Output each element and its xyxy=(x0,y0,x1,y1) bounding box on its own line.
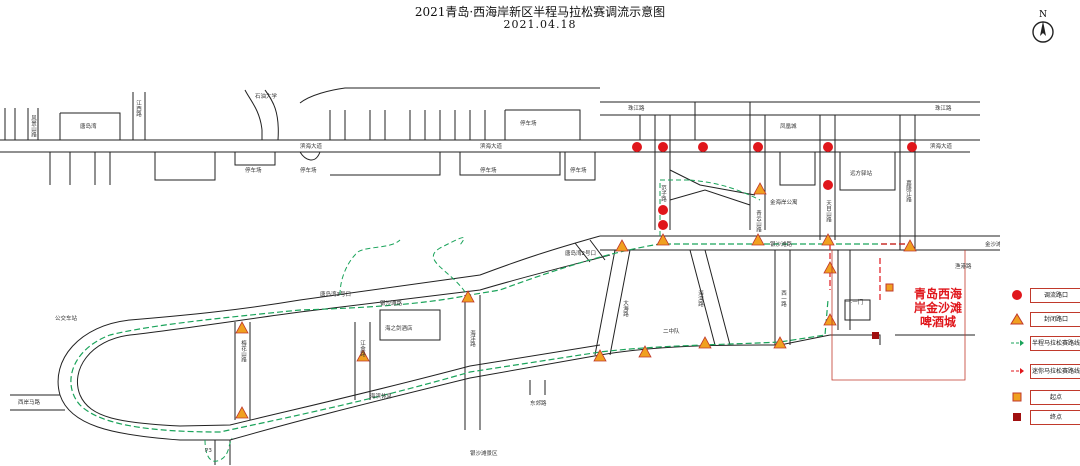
label-yinsha: 银沙滩路 xyxy=(770,240,793,248)
compass-n: N xyxy=(1039,10,1047,20)
legend-label: 迷你马拉松赛路线 xyxy=(1030,363,1080,379)
half-marathon-route xyxy=(70,243,905,433)
label-jiangxi: 江西路 xyxy=(135,100,142,118)
legend-item-mini: 迷你马拉松赛路线 xyxy=(1010,363,1080,379)
label-parking-5: 停车场 xyxy=(570,166,587,174)
green-arrow-icon xyxy=(1011,340,1024,346)
north-compass-icon: N xyxy=(1032,10,1054,43)
map-title: 2021青岛·西海岸新区半程马拉松赛调流示意图 xyxy=(414,5,666,19)
hotel-outline xyxy=(831,250,966,381)
label-qingyun: 青云山路 xyxy=(755,209,762,234)
label-parking-2: 停车场 xyxy=(245,166,262,174)
label-jinsha: 金沙滩路 xyxy=(985,240,1000,248)
label-yuqu: 渔港路 xyxy=(955,262,972,270)
red-dot-icon xyxy=(1012,290,1022,300)
half-marathon-route-upper xyxy=(659,179,761,244)
route-map: 滨海大道 滨海大道 滨海大道 停车场 停车场 停车场 停车场 停车场 珠江路 珠… xyxy=(0,87,1000,465)
label-parking: 停车场 xyxy=(520,119,537,127)
label-hailu: 海湾路 xyxy=(697,289,704,308)
label-dongjiao: 东郊路 xyxy=(530,399,547,407)
label-shiyou: 石油大学 xyxy=(255,92,278,100)
label-jinhai: 金海岸公寓 xyxy=(770,198,798,206)
start-marker xyxy=(885,283,894,292)
legend-item-half: 半程马拉松赛路线 xyxy=(1010,335,1080,351)
half-marathon-route-p3 xyxy=(204,437,233,462)
label-dahai: 大海路 xyxy=(622,299,629,318)
label-fanzi: 范子路 xyxy=(660,184,667,203)
hotel-line-2: 岸金沙滩 xyxy=(913,301,962,315)
label-binhai: 滨海大道 xyxy=(300,142,323,150)
label-fengjing: 风景山路 xyxy=(30,115,37,139)
half-marathon-route-loop xyxy=(339,237,466,296)
label-tangdao3: 唐岛湾3号口 xyxy=(320,290,351,298)
legend-item-diversion: 调流路口 xyxy=(1010,287,1080,303)
label-binhai-3: 滨海大道 xyxy=(930,142,953,150)
label-haiyang: 海洋路 xyxy=(469,329,476,348)
label-gongjiao: 公交车站 xyxy=(55,314,78,322)
mini-marathon-route xyxy=(829,243,905,300)
legend-label: 半程马拉松赛路线 xyxy=(1030,335,1080,351)
label-jialing: 嘉陵江路 xyxy=(905,179,912,204)
label-parking-3: 停车场 xyxy=(300,166,317,174)
label-tangdao2: 唐岛湾2号口 xyxy=(565,249,596,257)
label-jiangjin: 江金路 xyxy=(359,340,366,358)
label-tangdaoyuan: 唐岛湾 xyxy=(80,122,97,130)
label-xihai: 西岸马路 xyxy=(18,398,41,406)
label-yuanfang: 远方驿站 xyxy=(850,169,873,177)
label-xiyi: 西一路 xyxy=(780,290,787,308)
label-fenghuang: 凤凰城 xyxy=(780,123,797,130)
road-network xyxy=(0,87,1000,465)
hotel-line-1: 青岛西海 xyxy=(913,287,962,301)
finish-icon xyxy=(1013,413,1021,421)
legend-item-finish: 终点 xyxy=(1010,409,1080,425)
label-yinsha-2: 银沙滩路 xyxy=(380,299,403,307)
label-zhujiang: 珠江路 xyxy=(628,104,645,112)
label-yinshajq: 银沙滩景区 xyxy=(470,449,498,457)
label-p3: P3 xyxy=(205,448,212,454)
hotel-line-3: 啤酒城 xyxy=(919,315,956,329)
closed-points xyxy=(235,182,917,419)
red-arrow-icon xyxy=(1011,368,1024,374)
legend-label: 调流路口 xyxy=(1030,287,1080,303)
finish-marker xyxy=(872,332,879,339)
label-yizhong: 二中队 xyxy=(663,327,680,335)
legend-label: 终点 xyxy=(1030,409,1080,425)
warning-triangle-icon xyxy=(1010,313,1024,325)
legend-label: 封闭路口 xyxy=(1030,311,1080,327)
start-icon xyxy=(1012,392,1022,402)
legend-item-closed: 封闭路口 xyxy=(1010,311,1080,327)
label-haibin: 海滨休息 xyxy=(370,392,393,400)
label-meishan: 梅花山路 xyxy=(240,339,247,364)
hotel-label: 青岛西海 岸金沙滩 啤酒城 xyxy=(905,287,971,329)
legend-item-start: 起点 xyxy=(1010,389,1080,405)
label-tianmu: 天目山路 xyxy=(825,200,832,224)
label-parking-4: 停车场 xyxy=(480,166,497,174)
legend-label: 起点 xyxy=(1030,389,1080,405)
map-date: 2021.04.18 xyxy=(503,18,577,31)
label-yuzhijian: 海之剑酒店 xyxy=(385,324,413,332)
label-binhai-2: 滨海大道 xyxy=(480,142,503,150)
label-yiyi: 一·一门 xyxy=(845,298,863,306)
label-zhujiang-2: 珠江路 xyxy=(935,104,952,112)
diversion-points xyxy=(632,142,917,230)
